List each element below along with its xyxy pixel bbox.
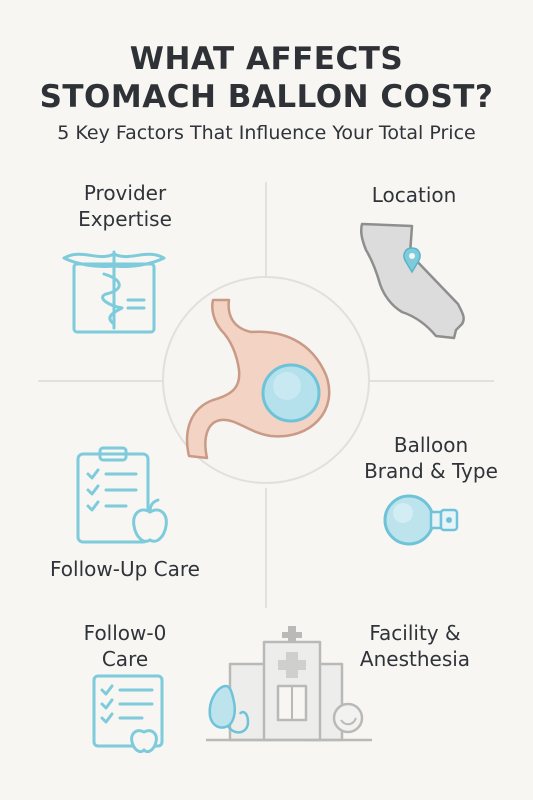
- facility-line-2: Anesthesia: [359, 647, 471, 671]
- clipboard-checklist-icon: [76, 446, 168, 544]
- hospital-building-icon: [206, 626, 372, 742]
- stomach-icon: [162, 276, 370, 484]
- vertical-divider-bottom: [265, 488, 267, 608]
- page-title: WHAT AFFECTS STOMACH BALLON COST?: [0, 40, 533, 116]
- horizontal-divider-left: [38, 380, 162, 382]
- facility-line-1: Facility &: [369, 621, 461, 645]
- title-line-1: WHAT AFFECTS: [129, 41, 404, 77]
- horizontal-divider-right: [370, 380, 494, 382]
- provider-expertise-label: Provider Expertise: [40, 180, 210, 232]
- follow-0-care-label: Follow-0 Care: [50, 620, 200, 672]
- balloon-icon: [383, 494, 459, 546]
- balloon-line-2: Brand & Type: [364, 459, 498, 483]
- balloon-brand-label: Balloon Brand & Type: [346, 432, 516, 484]
- subtitle: 5 Key Factors That Influence Your Total …: [57, 122, 476, 144]
- location-label: Location: [371, 183, 457, 207]
- follow-0-line-1: Follow-0: [83, 621, 167, 645]
- provider-line-2: Expertise: [78, 207, 172, 231]
- facility-anesthesia-label: Facility & Anesthesia: [340, 620, 490, 672]
- caduceus-document-icon: [62, 250, 166, 334]
- provider-line-1: Provider: [83, 181, 167, 205]
- vertical-divider-top: [265, 182, 267, 292]
- follow-up-care-label: Follow-Up Care: [50, 557, 200, 581]
- california-map-icon: [359, 222, 465, 340]
- balloon-line-1: Balloon: [393, 433, 469, 457]
- follow-0-line-2: Care: [101, 647, 149, 671]
- title-line-2: STOMACH BALLON COST?: [39, 79, 494, 115]
- clipboard-apple-icon: [92, 674, 164, 754]
